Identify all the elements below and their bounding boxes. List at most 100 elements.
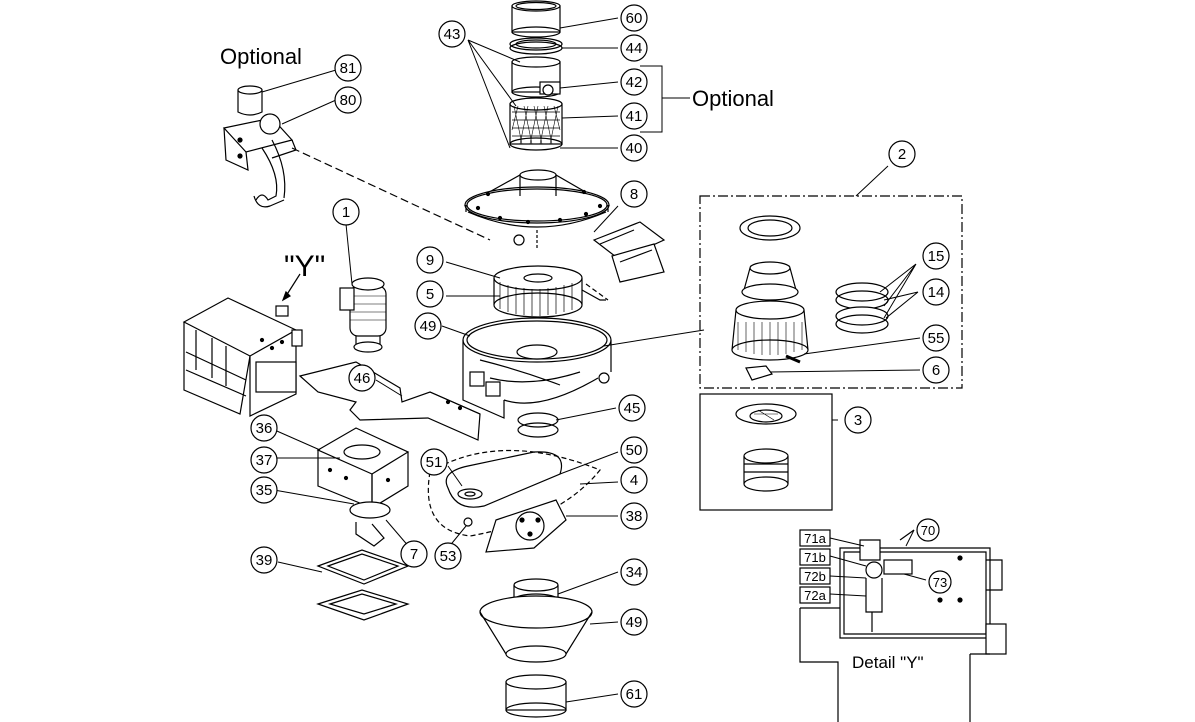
callout-53: 53 [434,542,462,570]
gasket-ring-44 [509,37,563,55]
callout-14: 14 [922,278,950,306]
callout-61: 61 [620,680,648,708]
svg-text:34: 34 [626,564,643,581]
callout-39: 39 [250,546,278,574]
callout-5: 5 [416,280,444,308]
svg-text:81: 81 [340,60,357,77]
svg-text:49: 49 [420,318,437,335]
y-arrowhead [281,290,291,302]
detail-y-label: Detail "Y" [852,653,924,672]
fan-impeller-9-5 [493,265,606,345]
bottom-cone-49 [479,595,593,663]
cover-35-7 [349,501,391,547]
callout-81: 81 [334,54,362,82]
dashed-connection-line [291,147,491,241]
callout-7: 7 [400,540,428,568]
svg-text:39: 39 [256,552,273,569]
optional-fan-unit-80-81 [222,85,297,208]
callout-60: 60 [620,4,648,32]
svg-text:71b: 71b [804,550,826,565]
detail-3-components [735,403,797,492]
svg-text:44: 44 [626,40,643,57]
motor-frame-housing [182,297,303,417]
callout-3: 3 [844,406,872,434]
svg-text:37: 37 [256,452,273,469]
guard-plate-38 [485,499,567,553]
callout-36: 36 [250,414,278,442]
svg-text:73: 73 [933,575,947,590]
svg-text:40: 40 [626,140,643,157]
box-label-72b: 72b [799,567,831,585]
fan-housing-49 [462,317,612,419]
callout-2: 2 [888,140,916,168]
dashed-line-8 [585,283,609,301]
svg-text:43: 43 [444,26,461,43]
callout-49-upper: 49 [414,312,442,340]
svg-text:14: 14 [928,284,945,301]
frame-39 [316,549,410,621]
callout-8: 8 [620,180,648,208]
y-marker-label: "Y" [284,250,325,283]
callout-41: 41 [620,102,648,130]
callout-15: 15 [922,242,950,270]
svg-text:6: 6 [932,362,940,379]
svg-text:9: 9 [426,252,434,269]
callout-4: 4 [620,466,648,494]
svg-text:80: 80 [340,92,357,109]
svg-text:72b: 72b [804,569,826,584]
callout-9: 9 [416,246,444,274]
svg-text:46: 46 [354,370,371,387]
bracket-plate-46 [298,361,481,441]
svg-text:7: 7 [410,546,418,563]
callout-1: 1 [332,198,360,226]
callout-43: 43 [438,20,466,48]
callout-6: 6 [922,356,950,384]
bolt-53 [463,517,473,527]
callout-38: 38 [620,502,648,530]
svg-text:55: 55 [928,330,945,347]
svg-text:2: 2 [898,146,906,163]
callout-51: 51 [420,448,448,476]
svg-text:3: 3 [854,412,862,429]
svg-text:41: 41 [626,108,643,125]
optional-label-left: Optional [220,44,302,69]
filter-plate-8 [592,221,666,283]
svg-text:45: 45 [624,400,641,417]
svg-text:1: 1 [342,204,350,221]
svg-text:4: 4 [630,472,638,489]
svg-text:71a: 71a [804,531,826,546]
callout-37: 37 [250,446,278,474]
belt-drive-50 [427,449,601,537]
svg-text:50: 50 [626,442,643,459]
svg-text:42: 42 [626,74,643,91]
callout-80: 80 [334,86,362,114]
callout-34: 34 [620,558,648,586]
detail-box-2 [699,195,963,389]
callout-45: 45 [618,394,646,422]
filter-mesh-41 [509,97,563,151]
callout-49-lower: 49 [620,608,648,636]
motor-base-36-37 [316,427,410,510]
optional-label-right: Optional [692,86,774,111]
svg-text:8: 8 [630,186,638,203]
svg-text:5: 5 [426,286,434,303]
callout-42: 42 [620,68,648,96]
svg-text:38: 38 [626,508,643,525]
svg-text:35: 35 [256,482,273,499]
callout-70: 70 [916,518,940,542]
detail-y-assembly [799,529,1007,722]
callout-35: 35 [250,476,278,504]
duct-ring-60 [511,0,561,38]
callout-40: 40 [620,134,648,162]
box-label-71a: 71a [799,529,831,547]
callout-55: 55 [922,324,950,352]
box-label-71b: 71b [799,548,831,566]
svg-text:36: 36 [256,420,273,437]
svg-text:53: 53 [440,548,457,565]
svg-text:49: 49 [626,614,643,631]
detail-2-components [731,215,889,381]
svg-text:61: 61 [626,686,643,703]
motor-1 [339,277,387,353]
svg-text:60: 60 [626,10,643,27]
